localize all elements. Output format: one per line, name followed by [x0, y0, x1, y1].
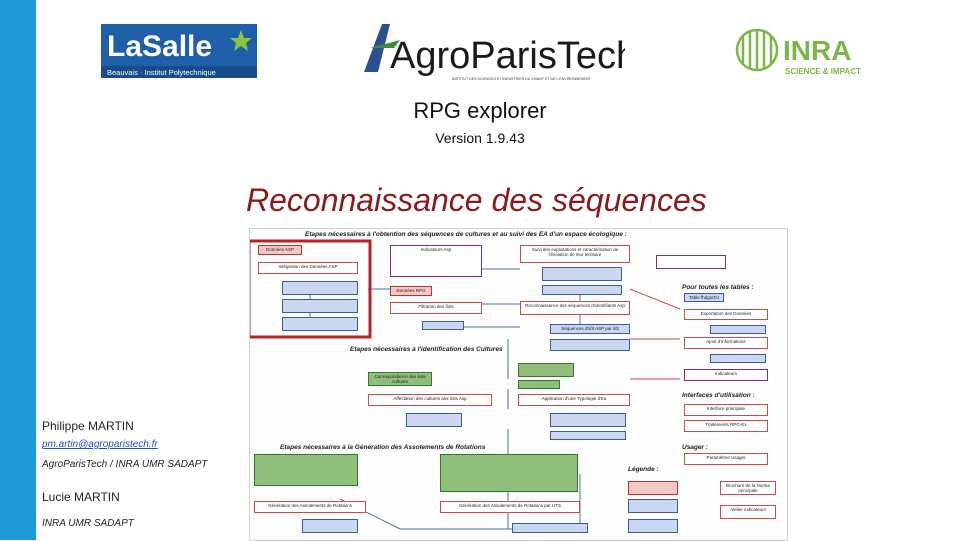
legend-brochure: Brochure de la Norme principale [720, 481, 776, 495]
box-sequences: Séquences d'ilôt ASP par ilôt [550, 324, 630, 334]
box-table-hdgs: Table fhdgsrDJ [684, 293, 724, 302]
box-ajout: Ajout d'informations [684, 337, 768, 349]
box-indicateurs-asp: Indicateurs Asp [390, 245, 482, 277]
legend-tables [628, 519, 678, 533]
box-table-modifiee [710, 354, 766, 363]
box-sequences-types [550, 431, 626, 440]
box-correspondance: Correspondance des ilots cultures [368, 372, 432, 386]
section-interfaces: Interfaces d'utilisation : [682, 392, 755, 399]
lasalle-logo: LaSalle Beauvais · Institut Polytechniqu… [101, 24, 257, 78]
sidebar-accent [0, 0, 36, 540]
box-donnees-rpg: Données RPG [390, 286, 432, 296]
legend-fichiers [628, 499, 678, 513]
workflow-diagram: Etapes nécessaires à l'obtention des séq… [249, 228, 788, 541]
box-integration: Intégration des Données ASP [258, 262, 358, 274]
box-traitements: Traitements RPG-Ex [684, 420, 768, 432]
box-interface-principale: Interface principale [684, 404, 768, 416]
box-step-b [282, 299, 358, 313]
box-generation: Génération des Assolements de Rotations [254, 501, 366, 513]
agroparistech-logo-name: AgroParisTech [390, 35, 625, 77]
section-title-3: Etapes nécessaires à la Génération des A… [280, 444, 486, 451]
inra-logo: INRA SCIENCE & IMPACT [735, 28, 861, 76]
inra-logo-subtitle: SCIENCE & IMPACT [785, 67, 861, 76]
box-suivi: Suivi des exploitations et caractérisati… [520, 245, 630, 263]
author-affiliation-2: INRA UMR SADAPT [42, 518, 134, 529]
box-sequences-par-ilot [550, 339, 630, 351]
section-title-1: Etapes nécessaires à l'obtention des séq… [305, 231, 627, 238]
slide-heading: Reconnaissance des séquences [246, 182, 707, 218]
box-separation [542, 285, 622, 295]
box-step-a [282, 281, 358, 295]
box-assolements-uts [302, 519, 358, 533]
lasalle-logo-name: LaSalle [107, 30, 212, 63]
box-indicateurs-utilisation [656, 255, 726, 269]
version-label: Version 1.9.43 [435, 130, 525, 146]
author-affiliation-1: AgroParisTech / INRA UMR SADAPT [42, 459, 208, 470]
box-donnees-asp: Données ASP [258, 245, 302, 255]
legend-atelier: Atelier indicateurs [720, 505, 776, 519]
box-rotations: Génération des Assolements de Rotations … [440, 501, 580, 513]
box-correspondance-asp [518, 363, 574, 377]
box-parametres: Paramètres Usager [684, 453, 768, 465]
box-groupes [550, 413, 626, 427]
lasalle-logo-subtitle: Beauvais · Institut Polytechnique [107, 68, 216, 77]
box-rotation-uts [512, 523, 588, 533]
box-fichier [710, 325, 766, 334]
box-affectation: Affectation des cultures aux ilots Asp [368, 394, 492, 406]
agroparistech-logo: AgroParisTech INSTITUT DES SCIENCES ET I… [364, 24, 625, 81]
box-indicateurs: Indicateurs [684, 369, 768, 381]
box-reconnaissance: Reconnaissance des séquences d'identifia… [520, 301, 630, 315]
agroparistech-logo-subtitle: INSTITUT DES SCIENCES ET INDUSTRIES DU V… [452, 77, 592, 81]
legend-donnees [628, 481, 678, 495]
box-application: Application d'une Typologie d'Ea [518, 394, 630, 406]
author-name-2: Lucie MARTIN [42, 490, 120, 504]
box-exportation: Exportation des Données [684, 309, 768, 320]
inra-logo-name: INRA [783, 35, 851, 66]
box-aires-ecologiques [518, 380, 560, 389]
box-tables-analytiques [440, 454, 578, 492]
author-name-1: Philippe MARTIN [42, 419, 134, 433]
section-legende: Légende : [628, 466, 659, 473]
box-tables-donnees [254, 454, 358, 486]
slide-title: RPG explorer [413, 98, 547, 123]
section-usager: Usager : [682, 444, 709, 451]
box-evolution [542, 267, 622, 281]
box-filtration-table [422, 321, 464, 330]
section-tables: Pour toutes les tables : [682, 284, 754, 291]
box-sequences-cultures [406, 413, 462, 427]
box-filtration: Filtration des îlots [390, 302, 482, 314]
box-step-c [282, 317, 358, 331]
author-email-1[interactable]: pm.artin@agroparistech.fr [42, 439, 158, 450]
section-title-2: Etapes nécessaires à l'identification de… [350, 346, 503, 353]
